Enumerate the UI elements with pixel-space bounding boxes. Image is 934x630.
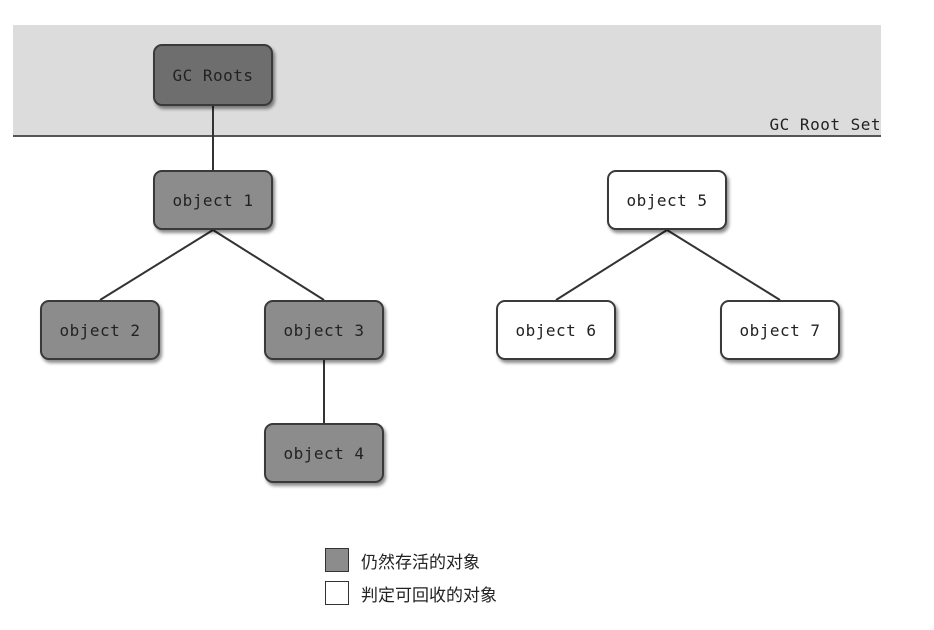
gc-root-set-label: GC Root Set: [769, 115, 881, 134]
object-3-node: object 3: [264, 300, 384, 360]
legend-item-collectable: 判定可回收的对象: [325, 578, 497, 608]
object-6-node: object 6: [496, 300, 616, 360]
edge-object-1-object-3: [212, 229, 325, 301]
gc-roots-node: GC Roots: [153, 44, 273, 106]
object-4-node: object 4: [264, 423, 384, 483]
edge-object-5-object-6: [555, 229, 668, 301]
legend-item-alive: 仍然存活的对象: [325, 545, 497, 575]
object-5-node: object 5: [607, 170, 727, 230]
object-1-node: object 1: [153, 170, 273, 230]
alive-swatch: [325, 548, 349, 572]
legend: 仍然存活的对象 判定可回收的对象: [325, 545, 497, 611]
edge-object-1-object-2: [99, 229, 214, 301]
legend-collectable-label: 判定可回收的对象: [361, 585, 497, 606]
edge-object-5-object-7: [666, 229, 781, 301]
object-2-node: object 2: [40, 300, 160, 360]
object-7-node: object 7: [720, 300, 840, 360]
collectable-swatch: [325, 581, 349, 605]
legend-alive-label: 仍然存活的对象: [361, 552, 480, 573]
